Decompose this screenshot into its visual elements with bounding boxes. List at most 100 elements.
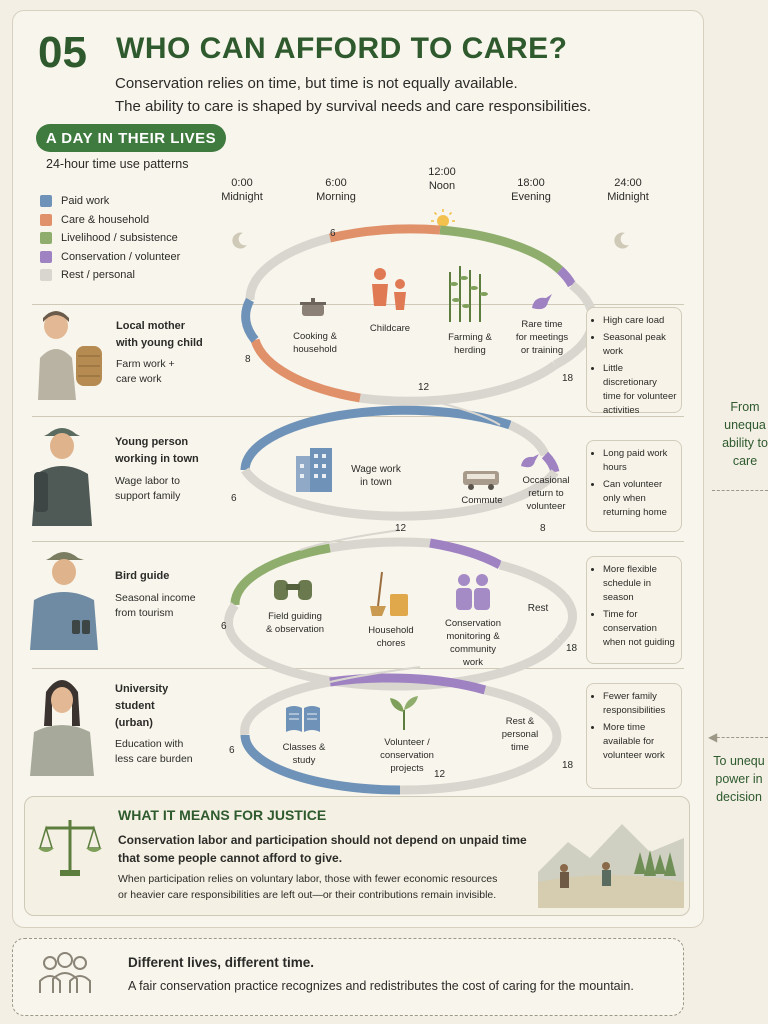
legend-item-livelihood: Livelihood / subsistence — [40, 229, 180, 248]
hour-mark: 6 — [221, 621, 227, 632]
edge-arrow — [712, 490, 768, 491]
notes-student: Fewer family responsibilitiesMore time a… — [586, 683, 682, 789]
justice-bold-line: that some people cannot afford to give. — [118, 851, 343, 865]
legend-item-paid-work: Paid work — [40, 192, 180, 211]
ring-segment-paid-work — [240, 734, 401, 795]
pot-icon — [300, 298, 326, 316]
student-avatar — [30, 680, 94, 776]
ring-segment-rest — [399, 742, 559, 795]
row-divider — [32, 668, 684, 669]
notes-young-worker: Long paid work hoursCan volunteer only w… — [586, 440, 682, 532]
bird-guide-avatar — [30, 552, 98, 650]
justice-body-line: or heavier care responsibilities are lef… — [118, 889, 497, 901]
ring-segment-care — [250, 338, 361, 403]
scales-icon — [38, 820, 102, 876]
ring-segment-rest — [245, 233, 332, 301]
hour-mark: 12 — [395, 523, 407, 534]
notes-bird-guide: More flexible schedule in seasonTime for… — [586, 556, 682, 664]
young-worker-avatar — [32, 428, 92, 526]
ring-segment-rest — [240, 677, 331, 736]
legend-swatch — [40, 250, 52, 263]
broom-icon — [370, 571, 408, 616]
ring-segment-rest — [241, 467, 559, 521]
book-icon — [286, 706, 320, 732]
hour-mark: 8 — [540, 523, 546, 534]
justice-body-line: When participation relies on voluntary l… — [118, 873, 498, 885]
hour-mark: 12 — [418, 382, 430, 393]
person-desc-mother: Farm work +care work — [116, 358, 175, 385]
ring-segment-conservation — [541, 451, 560, 474]
note-item: Seasonal peak work — [603, 331, 677, 359]
ring-segment-paid-work — [240, 405, 512, 471]
activity-label: Childcare — [369, 323, 411, 334]
legend-swatch — [40, 232, 52, 245]
binoculars-icon — [274, 580, 312, 600]
note-item: Time for conservation when not guiding — [603, 608, 677, 650]
legend-label: Livelihood / subsistence — [61, 232, 178, 245]
bird-icon — [532, 294, 552, 310]
section-number: 05 — [38, 28, 87, 77]
arrow-left-icon: ◀ — [708, 730, 718, 744]
legend-label: Paid work — [61, 195, 110, 208]
building-icon — [296, 448, 332, 492]
ring-segment-rest — [484, 685, 562, 747]
activity-label: Field guiding& observation — [265, 611, 325, 635]
note-item: Fewer family responsibilities — [603, 690, 677, 718]
hour-mark: 6 — [330, 228, 336, 239]
hour-mark: 6 — [229, 745, 235, 756]
note-item: Can volunteer only when returning home — [603, 478, 677, 520]
ring-segment-conservation — [329, 673, 487, 695]
mother-with-child-avatar — [38, 311, 102, 400]
person-name-bird-guide: Bird guide — [115, 570, 170, 582]
moon-icon — [614, 232, 629, 249]
note-item: More flexible schedule in season — [603, 563, 677, 605]
ring-segment-conservation — [556, 266, 576, 288]
ring-connectors — [299, 397, 501, 683]
ring-segment-paid-work — [241, 297, 259, 343]
footer-panel — [12, 938, 684, 1016]
subtitle-line-2: The ability to care is shaped by surviva… — [115, 98, 592, 115]
activity-label: Rest — [527, 603, 549, 614]
ring-segment-care — [328, 224, 441, 243]
bird-icon — [521, 454, 539, 468]
people-icon — [456, 574, 490, 610]
bus-icon — [463, 471, 499, 490]
ring-segment-conservation — [429, 538, 503, 569]
activity-label: Commute — [461, 495, 503, 506]
legend-label: Rest / personal — [61, 269, 135, 282]
footer-heading: Different lives, different time. — [128, 955, 315, 970]
row-divider — [32, 304, 684, 305]
legend-swatch — [40, 213, 52, 226]
edge-arrow — [712, 737, 768, 738]
ring-segment-livelihood — [439, 225, 564, 274]
legend-item-care: Care & household — [40, 211, 180, 230]
hour-mark: 18 — [562, 373, 574, 384]
justice-heading: WHAT IT MEANS FOR JUSTICE — [118, 807, 327, 823]
legend-label: Care & household — [61, 213, 150, 226]
mountain-landscape-illustration — [538, 824, 684, 908]
activity-label: Farming &herding — [448, 332, 492, 356]
legend-swatch — [40, 195, 52, 208]
section-pill: A DAY IN THEIR LIVES — [36, 124, 226, 152]
note-item: Little discretionary time for volunteer … — [603, 362, 677, 418]
ring-segment-rest — [359, 361, 558, 406]
note-item: Long paid work hours — [603, 447, 677, 475]
legend: Paid work Care & household Livelihood / … — [40, 192, 180, 285]
